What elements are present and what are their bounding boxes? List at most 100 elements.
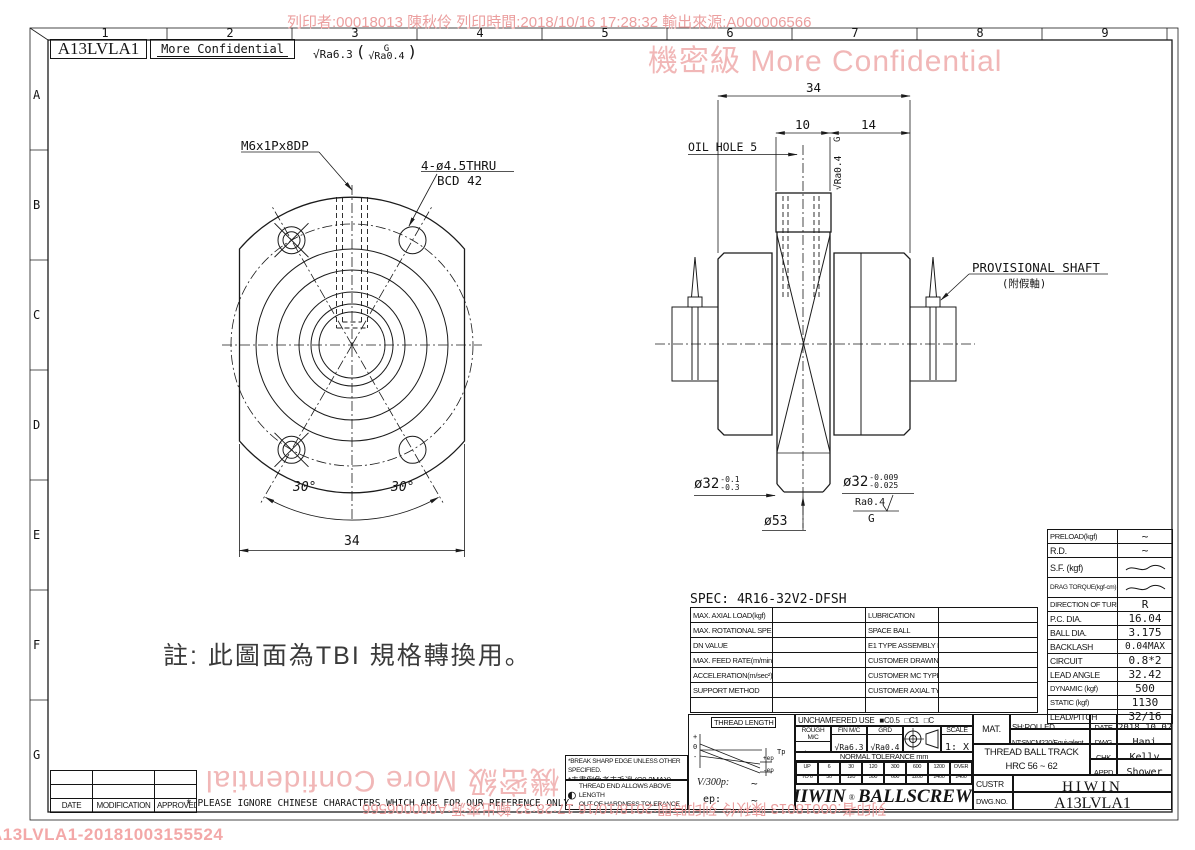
spec-label: CUSTOMER MC TYPE	[865, 667, 939, 683]
tol-range-top: UP	[803, 764, 811, 770]
thread-end-icon: ◐	[568, 787, 576, 803]
ra63-symbol: √Ra6.3	[834, 743, 864, 752]
tol-range-bottom: TO 6	[801, 774, 813, 780]
dwgno-label: DWG.NO.	[976, 796, 1008, 806]
tol-range-top: 120	[868, 764, 878, 770]
appd-value: Shower	[1126, 767, 1163, 775]
fin-mc-cell: FIN M/C √Ra6.3	[831, 726, 867, 752]
parameter-table: PRELOAD(kgf)~ R.D.~ S.F. (kgf) DRAG TORQ…	[1047, 529, 1173, 724]
projection-symbol-icon	[902, 728, 939, 750]
rough-mc-cell: ROUGH M/C √Ra25	[795, 726, 831, 752]
ra04-symbol: √Ra0.4	[870, 743, 900, 752]
param-value: 1130	[1117, 695, 1173, 710]
width-dim: 34	[344, 534, 360, 549]
param-value: 32/16	[1117, 709, 1173, 724]
col-label: 9	[1101, 26, 1109, 40]
spec-value	[772, 652, 866, 668]
param-value: ~	[1117, 529, 1173, 544]
side-view-geometry	[655, 94, 1108, 531]
axis-minus: -	[693, 753, 698, 761]
tap-callout: M6x1Px8DP	[241, 138, 309, 153]
print-info-top: 列印者:00018013 陳秋伶 列印時間:2018/10/16 17:28:3…	[287, 14, 812, 31]
chamfer-c05: ■C0.5	[879, 715, 900, 725]
dwg-label-cell: DWG	[1090, 729, 1117, 744]
dia32-left-tol-lo: -0.3	[720, 483, 740, 492]
spec-value	[772, 667, 866, 683]
brand-logo: HIWIN	[796, 786, 846, 807]
grd-cell: GRD √Ra0.4	[867, 726, 903, 752]
spec-label: CUSTOMER DRAWING NO.	[865, 652, 939, 668]
thread-end-note-line1: THREAD END ALLOWS ABOVE LENGTH	[578, 782, 671, 799]
front-view-geometry	[222, 151, 514, 557]
date-label: DATE	[1094, 723, 1113, 729]
break-edge-note-en: *BREAK SHARP EDGE UNLESS OTHER SPECIFIED…	[568, 758, 681, 774]
angle-dim-right: 30°	[391, 480, 415, 495]
dwgno-label-cell: DWG.NO.	[973, 792, 1013, 810]
dia32-right-value: ø32	[843, 474, 869, 490]
mat1-value: SH:ROLLED	[1012, 723, 1055, 729]
param-label: LEAD/PITCH	[1047, 709, 1118, 724]
param-label: DYNAMIC (kgf)	[1047, 681, 1118, 696]
param-label: BACKLASH	[1047, 639, 1118, 654]
row-label: F	[33, 638, 41, 652]
spec-label: MAX. ROTATIONAL SPEED (rpm)	[690, 622, 773, 638]
dwg-value-cell: Hani	[1117, 729, 1172, 744]
revision-approved-header: APPROVED	[154, 798, 197, 813]
col-label: 5	[601, 26, 609, 40]
row-label: G	[33, 748, 41, 762]
thread-length-chart	[699, 734, 772, 776]
param-value: 3.175	[1117, 625, 1173, 640]
dwgno-value-cell: A13LVLA1	[1013, 792, 1172, 810]
mat1-cell: SH:ROLLED	[1010, 714, 1090, 729]
param-label: PRELOAD(kgf)	[1047, 529, 1118, 544]
param-value: 32.42	[1117, 667, 1173, 682]
mat2-value: NT:SNCM220/Equivalent	[1012, 740, 1084, 744]
ignore-chinese-note: * PLEASE IGNORE CHINESE CHARACTERS WHICH…	[186, 798, 575, 809]
param-label: BALL DIA.	[1047, 625, 1118, 640]
row-label: B	[33, 198, 41, 212]
thread-length-title: THREAD LENGTH	[711, 717, 777, 728]
ra25-symbol: √Ra25	[801, 750, 825, 751]
tol-range-top: 600	[912, 764, 922, 770]
v300-label: V/300p:	[697, 777, 730, 788]
dia32-left-value: ø32	[694, 476, 720, 492]
spec-empty	[772, 697, 866, 713]
chamfer-c1: □C1	[904, 715, 919, 725]
revision-empty	[50, 770, 93, 785]
left-width-dim: 10	[795, 117, 811, 132]
dia32-right-dim: ø32 -0.009 -0.025	[843, 473, 899, 491]
spec-value	[938, 667, 1038, 683]
spec-value	[938, 682, 1038, 698]
col-label: 7	[851, 26, 859, 40]
spec-title: SPEC: 4R16-32V2-DFSH	[690, 592, 847, 607]
thread-track-cell: THREAD BALL TRACK HRC 56 ~ 62	[973, 744, 1090, 775]
spec-label: MAX. AXIAL LOAD(kgf)	[690, 607, 773, 623]
confidential-label: More Confidential	[157, 42, 288, 57]
wavy-line	[1125, 584, 1166, 591]
row-label: E	[33, 528, 41, 542]
drawing-code-box: A13LVLA1	[50, 39, 147, 59]
spec-label: CUSTOMER AXIAL TYPE	[865, 682, 939, 698]
dia32-right-tol-lo: -0.025	[869, 481, 899, 490]
row-label: D	[33, 418, 41, 432]
oil-hole-callout: OIL HOLE 5	[688, 140, 758, 154]
right-width-dim: 14	[861, 117, 877, 132]
param-value: R	[1117, 597, 1173, 612]
unchamfered-label: UNCHAMFERED USE	[798, 715, 875, 725]
dia32-right-tol-hi: -0.009	[869, 473, 899, 482]
spec-value	[772, 637, 866, 653]
confidential-box: More Confidential	[150, 39, 295, 59]
scale-cell: SCALE 1: X	[941, 726, 973, 752]
spec-label: LUBRICATION	[865, 607, 939, 623]
col-label: 3	[351, 26, 359, 40]
chk-label: CHK	[1096, 753, 1111, 759]
revision-empty	[154, 770, 197, 785]
spec-empty	[865, 697, 939, 713]
revision-modification-header: MODIFICATION	[92, 798, 155, 813]
angle-dim-left: 30°	[293, 480, 317, 495]
appd-value-cell: Shower	[1117, 759, 1172, 775]
tolerance-title: NORMAL TOLERANCE mm	[839, 752, 929, 761]
